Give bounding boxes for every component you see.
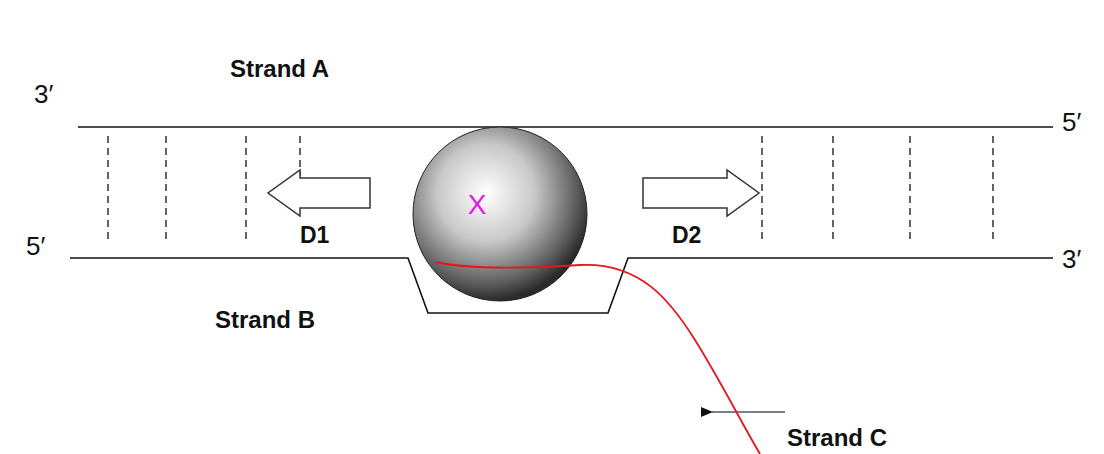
leader-line — [712, 411, 785, 412]
direction-arrow — [643, 170, 759, 216]
direction-label: D1 — [300, 222, 329, 248]
end-label: 3′ — [1062, 245, 1081, 275]
direction-arrow — [268, 170, 370, 216]
direction-label: D2 — [672, 222, 701, 248]
enzyme-letter: X — [468, 189, 487, 221]
circle-outline — [412, 126, 588, 302]
strand-label: Strand A — [230, 55, 329, 83]
end-label: 5′ — [26, 232, 45, 262]
strand-label: Strand C — [787, 424, 887, 452]
end-label: 3′ — [34, 80, 53, 110]
template-strand-line — [78, 126, 1053, 128]
end-label: 5′ — [1062, 108, 1081, 138]
polymerase-circle: X — [412, 126, 588, 302]
strand-label: Strand B — [215, 306, 315, 334]
